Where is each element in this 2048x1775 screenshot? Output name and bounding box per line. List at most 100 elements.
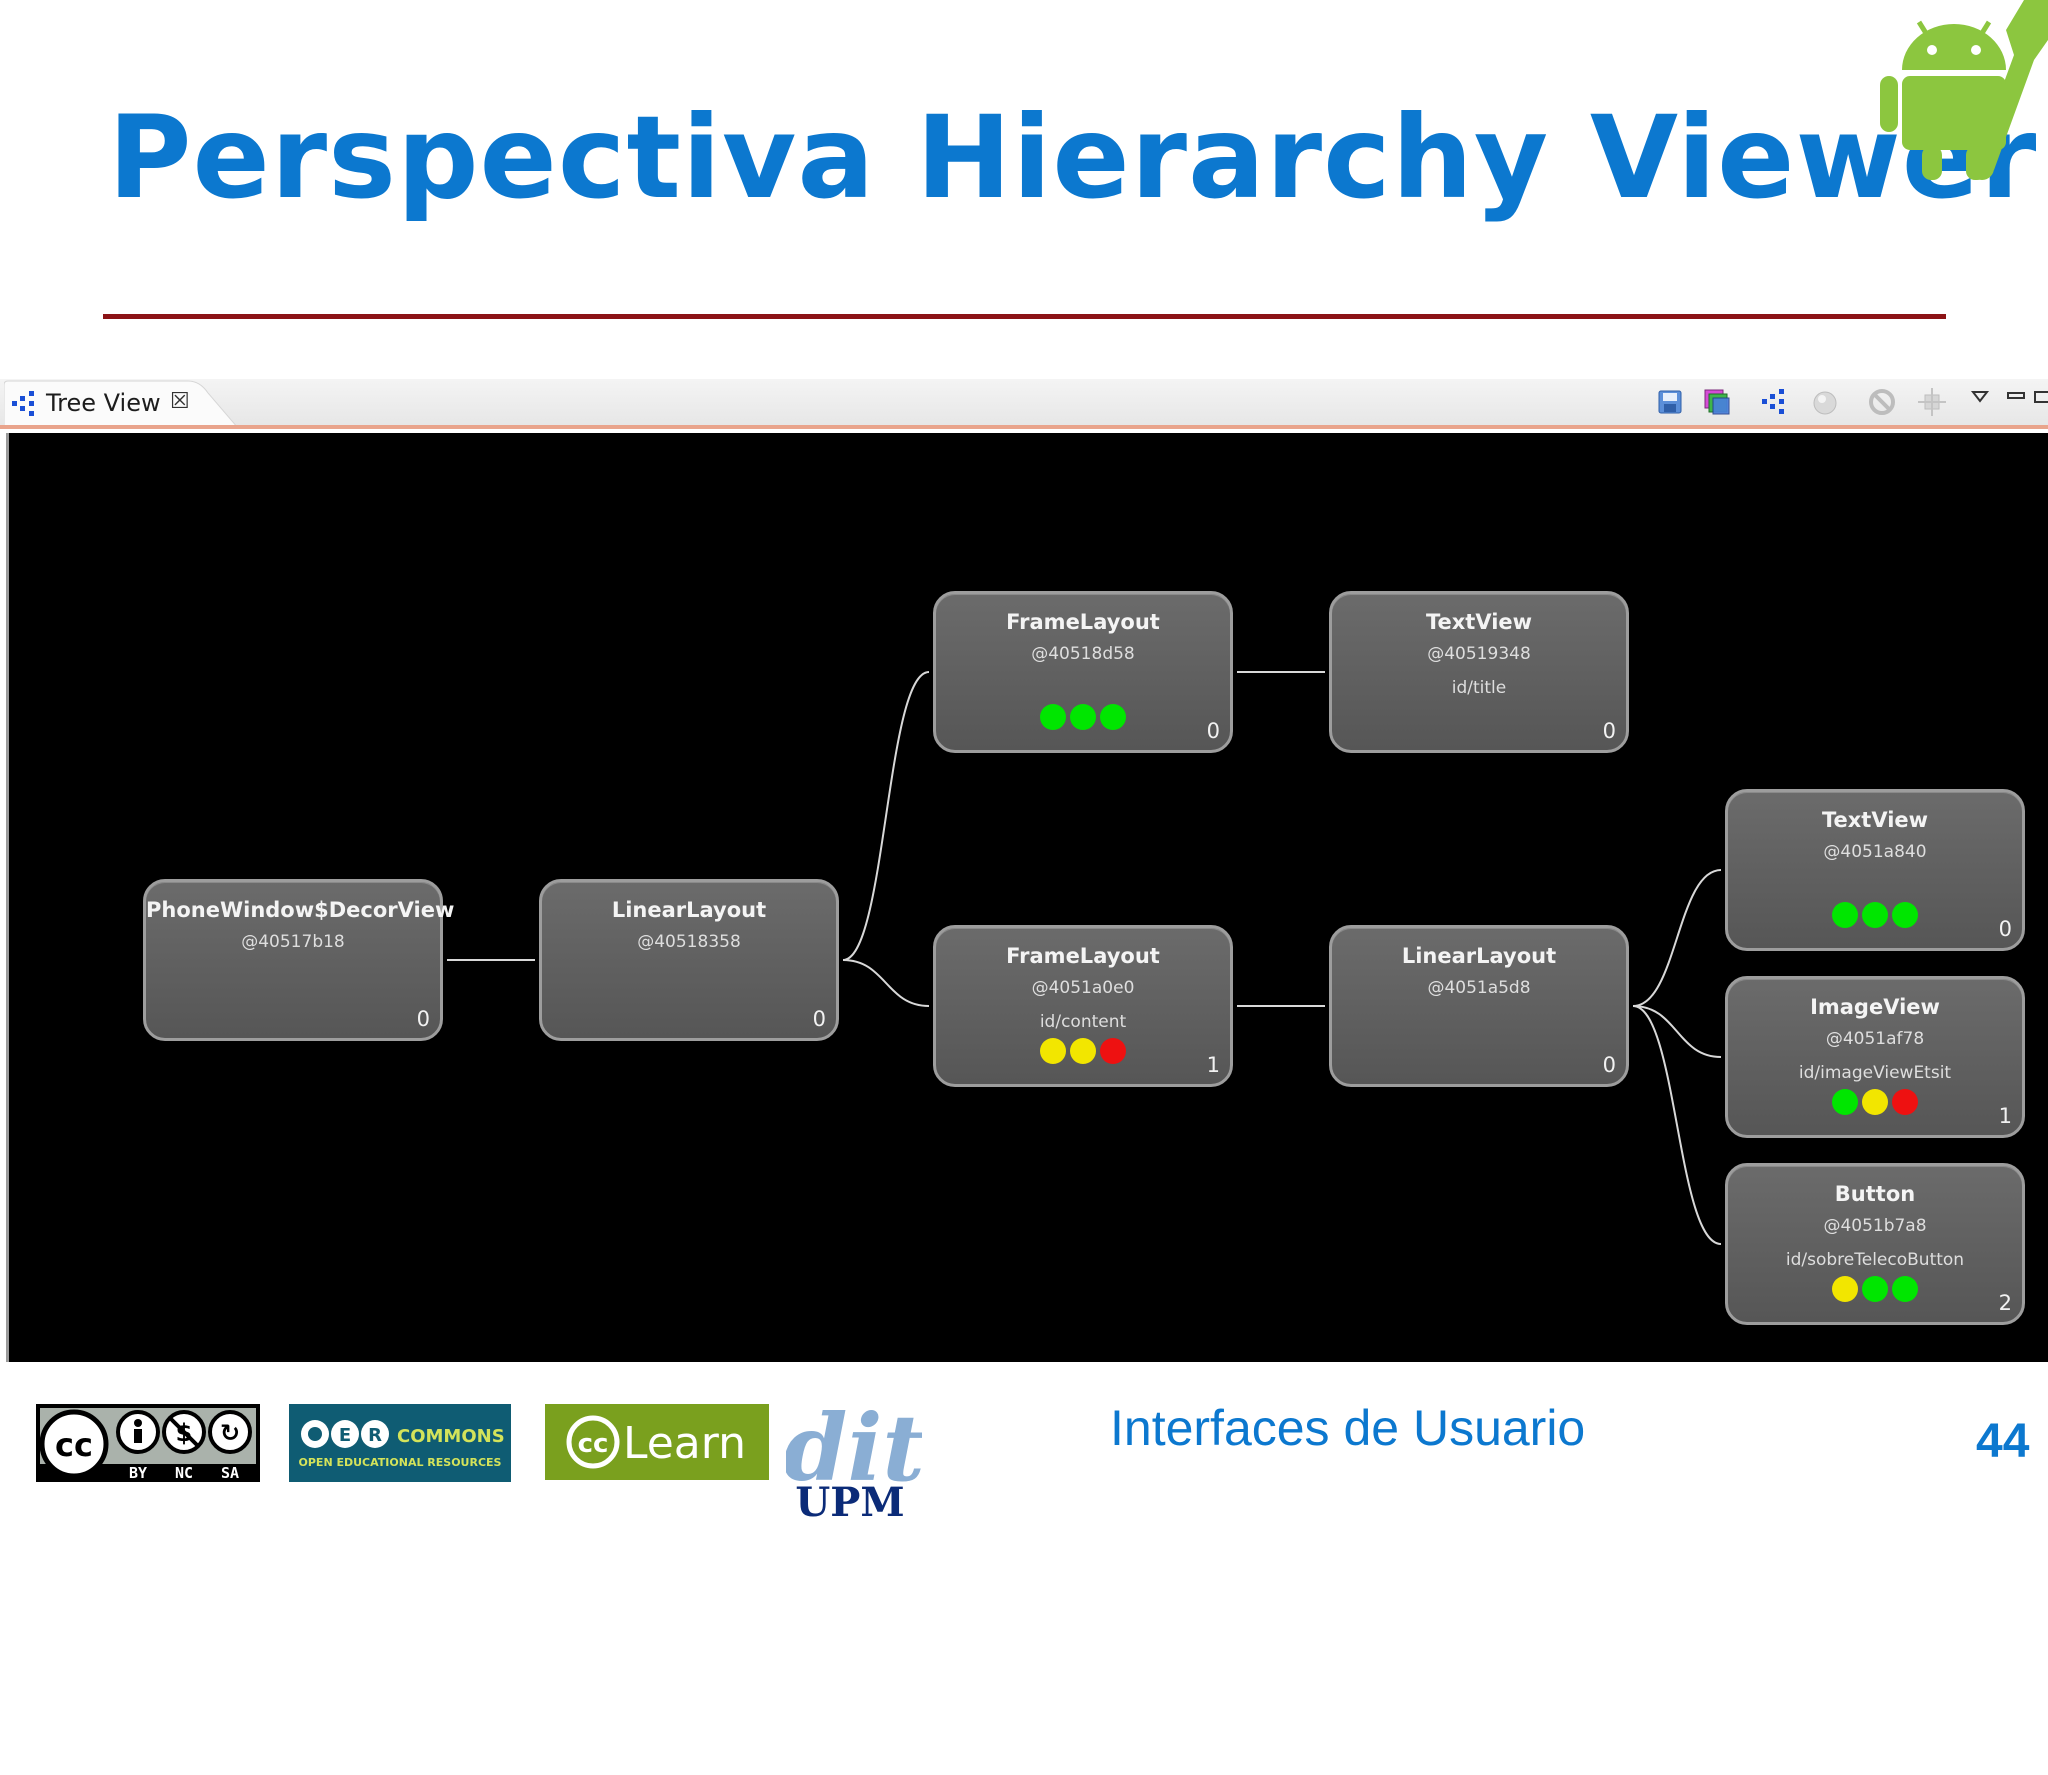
tree-node-imageview[interactable]: ImageView @4051af78 id/imageViewEtsit 1 [1725, 976, 2025, 1138]
svg-text:R: R [368, 1425, 382, 1446]
tree-edge [842, 671, 930, 961]
node-child-count: 0 [1602, 1053, 1616, 1077]
status-dot [1892, 1089, 1918, 1115]
status-dot [1100, 704, 1126, 730]
oer-subtitle-text: OPEN EDUCATIONAL RESOURCES [299, 1456, 502, 1469]
tree-node-decorview[interactable]: PhoneWindow$DecorView @40517b18 0 [143, 879, 455, 1041]
node-class-name: TextView [1425, 610, 1533, 634]
tree-edge [1632, 1005, 1722, 1058]
node-address: @4051a0e0 [1031, 978, 1135, 998]
circle-icon[interactable] [1808, 385, 1842, 419]
tab-label: Tree View [46, 389, 161, 417]
node-child-count: 0 [1206, 719, 1220, 743]
slide-title: Perspectiva Hierarchy Viewer [108, 91, 2038, 224]
node-status-dots [1728, 1089, 2022, 1115]
hierarchy-edges [447, 671, 1722, 1245]
node-class-name: LinearLayout [1401, 944, 1557, 968]
minimize-icon[interactable] [1999, 380, 2033, 414]
status-dot [1862, 902, 1888, 928]
tab-underline [0, 425, 2048, 429]
node-address: @4051a840 [1823, 842, 1927, 862]
node-status-dots [936, 1038, 1230, 1064]
dit-text: dit [786, 1398, 922, 1502]
node-status-dots [936, 704, 1230, 730]
node-class-name: FrameLayout [1006, 944, 1160, 968]
page-number: 44 [1976, 1415, 2030, 1468]
svg-text:cc: cc [55, 1426, 93, 1464]
tree-node-frame2[interactable]: FrameLayout @4051a0e0 id/content 1 [933, 925, 1233, 1087]
status-dot [1070, 704, 1096, 730]
oer-commons-text: COMMONS [397, 1426, 505, 1447]
node-view-id: id/imageViewEtsit [1798, 1063, 1952, 1083]
node-child-count: 1 [1998, 1104, 2012, 1128]
status-dot [1070, 1038, 1096, 1064]
tab-tree-view[interactable]: Tree View ☒ [4, 379, 239, 428]
status-dot [1040, 704, 1066, 730]
status-dot [1862, 1089, 1888, 1115]
status-dot [1832, 902, 1858, 928]
svg-text:E: E [339, 1425, 351, 1446]
node-child-count: 1 [1206, 1053, 1220, 1077]
status-dot [1832, 1089, 1858, 1115]
node-child-count: 0 [1602, 719, 1616, 743]
tree-node-textview1[interactable]: TextView @40519348 id/title 0 [1329, 591, 1629, 753]
layers-icon[interactable] [1700, 385, 1734, 419]
tree-view-icon [12, 391, 34, 416]
node-child-count: 2 [1998, 1291, 2012, 1315]
status-dot [1040, 1038, 1066, 1064]
node-class-name: TextView [1821, 808, 1929, 832]
view-menu-icon[interactable] [1963, 380, 1997, 414]
cc-by-nc-sa-logo: cc $ ↻ BY NC SA [36, 1404, 260, 1482]
cclearn-logo: cc Learn [545, 1404, 769, 1480]
tree-edge [1632, 869, 1722, 1007]
title-divider [103, 314, 1946, 319]
tree-icon[interactable] [1757, 385, 1791, 419]
cclearn-text: Learn [623, 1418, 746, 1469]
status-dot [1892, 902, 1918, 928]
view-tab-bar: Tree View ☒ [0, 379, 2048, 429]
node-address: @4051af78 [1825, 1029, 1925, 1049]
tree-edge [842, 959, 930, 1007]
node-class-name: ImageView [1810, 995, 1940, 1019]
node-class-name: FrameLayout [1006, 610, 1160, 634]
maximize-icon[interactable] [2030, 380, 2048, 414]
node-address: @40517b18 [241, 932, 345, 952]
node-class-name: PhoneWindow$DecorView [146, 898, 455, 922]
course-name: Interfaces de Usuario [1110, 1400, 1586, 1456]
svg-text:cc: cc [578, 1429, 609, 1459]
tree-node-button[interactable]: Button @4051b7a8 id/sobreTelecoButton 2 [1725, 1163, 2025, 1325]
node-class-name: Button [1834, 1182, 1916, 1206]
tab-shape [4, 380, 239, 428]
android-logo [1880, 0, 2048, 180]
save-icon[interactable] [1653, 385, 1687, 419]
cc-by-label: BY [129, 1464, 147, 1482]
node-child-count: 0 [1998, 917, 2012, 941]
node-status-dots [1728, 902, 2022, 928]
crosshair-icon[interactable] [1915, 385, 1949, 419]
node-view-id: id/title [1451, 678, 1507, 698]
node-view-id: id/content [1039, 1012, 1127, 1032]
oer-commons-logo: E R COMMONS OPEN EDUCATIONAL RESOURCES [289, 1404, 511, 1482]
status-dot [1862, 1276, 1888, 1302]
node-address: @40518d58 [1031, 644, 1135, 664]
tree-node-textview2[interactable]: TextView @4051a840 0 [1725, 789, 2025, 951]
upm-text: UPM [795, 1479, 904, 1522]
tab-close-icon[interactable]: ☒ [170, 389, 190, 414]
disabled-icon[interactable] [1865, 385, 1899, 419]
emulator-note: Recuerda que sólo funciona con el emulad… [335, 1718, 1470, 1771]
node-view-id: id/sobreTelecoButton [1785, 1250, 1965, 1270]
status-dot [1892, 1276, 1918, 1302]
node-address: @40518358 [637, 932, 741, 952]
node-child-count: 0 [812, 1007, 826, 1031]
tree-node-frame1[interactable]: FrameLayout @40518d58 0 [933, 591, 1233, 753]
status-dot [1100, 1038, 1126, 1064]
node-child-count: 0 [416, 1007, 430, 1031]
cc-nc-label: NC [175, 1464, 193, 1482]
svg-text:↻: ↻ [220, 1419, 240, 1447]
node-class-name: LinearLayout [611, 898, 767, 922]
tree-node-linear1[interactable]: LinearLayout @40518358 0 [539, 879, 839, 1041]
node-address: @4051b7a8 [1823, 1216, 1927, 1236]
node-address: @40519348 [1427, 644, 1531, 664]
